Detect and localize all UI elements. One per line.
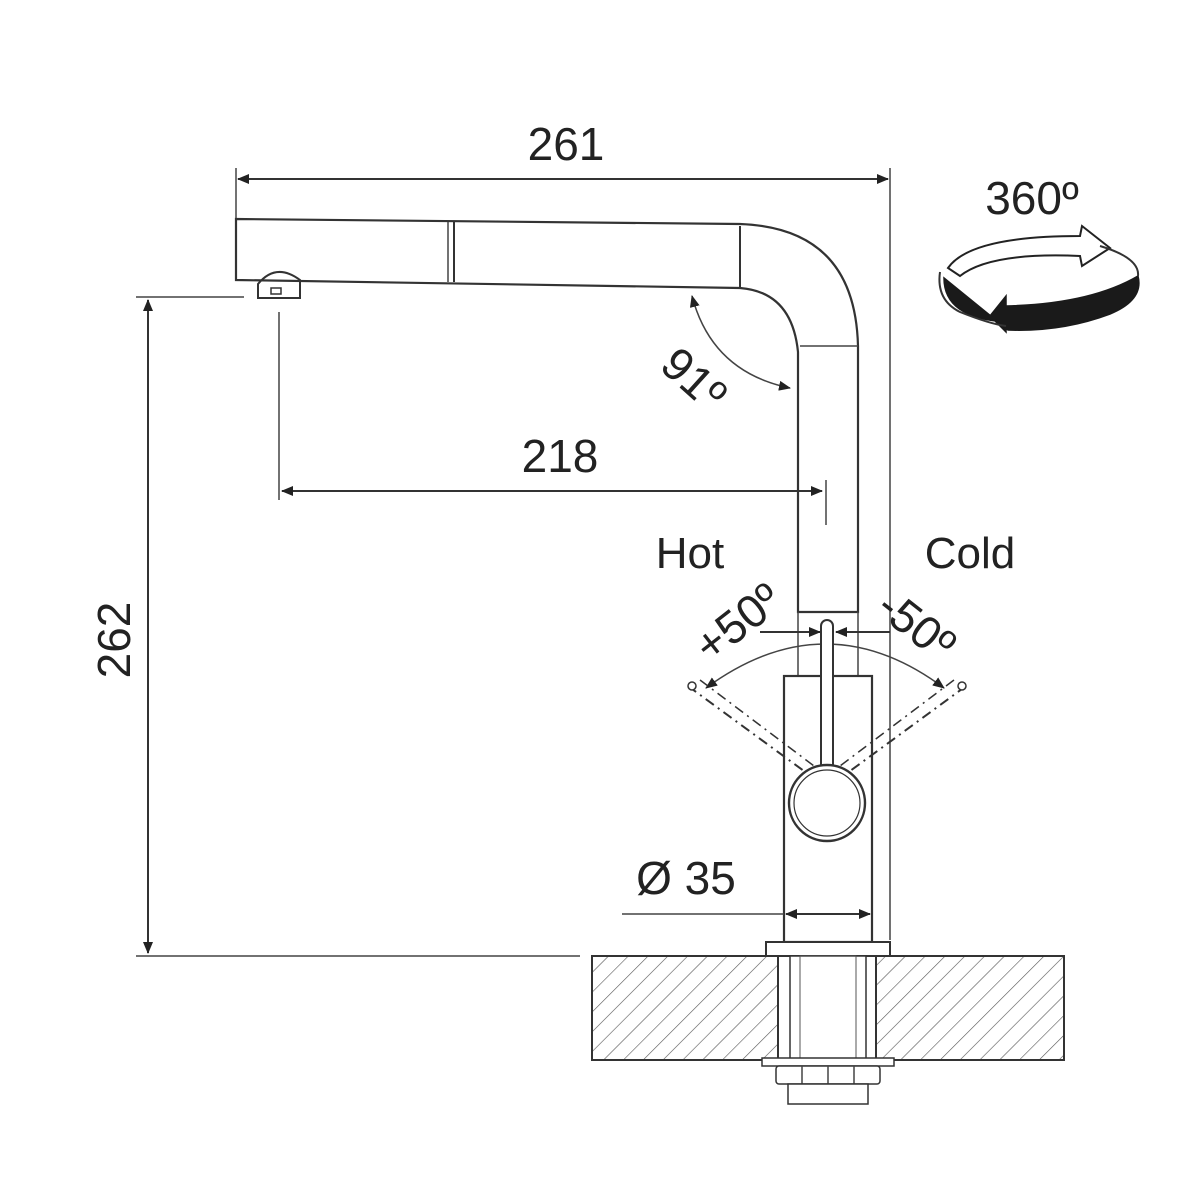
height-dimension: 262 xyxy=(88,296,580,957)
hot-label: Hot xyxy=(656,529,724,578)
cold-label: Cold xyxy=(925,529,1016,578)
spout-angle-label: 91º xyxy=(651,337,736,421)
rotation-indicator: 360º xyxy=(938,172,1140,334)
rotate-arrow-outline-icon xyxy=(946,224,1112,278)
lever-handle xyxy=(820,619,834,781)
countertop xyxy=(591,941,1065,1105)
base-diameter-dimension: Ø 35 xyxy=(622,852,871,919)
spout-angle-dimension: 91º xyxy=(651,295,791,421)
rotation-label: 360º xyxy=(985,172,1079,224)
hot-angle-label: +50º xyxy=(684,572,791,671)
base-diameter-label: Ø 35 xyxy=(636,852,736,904)
overall-length-label: 261 xyxy=(528,118,605,170)
tap-body xyxy=(687,619,967,944)
reach-dimension: 218 xyxy=(278,312,827,525)
height-label: 262 xyxy=(88,602,140,679)
reach-label: 218 xyxy=(522,430,599,482)
rotate-arrow-solid-icon xyxy=(943,274,1140,334)
spout xyxy=(234,217,860,614)
overall-length-dimension: 261 xyxy=(235,118,891,940)
lever-knob xyxy=(787,763,867,843)
cold-angle-label: -50º xyxy=(868,579,966,671)
